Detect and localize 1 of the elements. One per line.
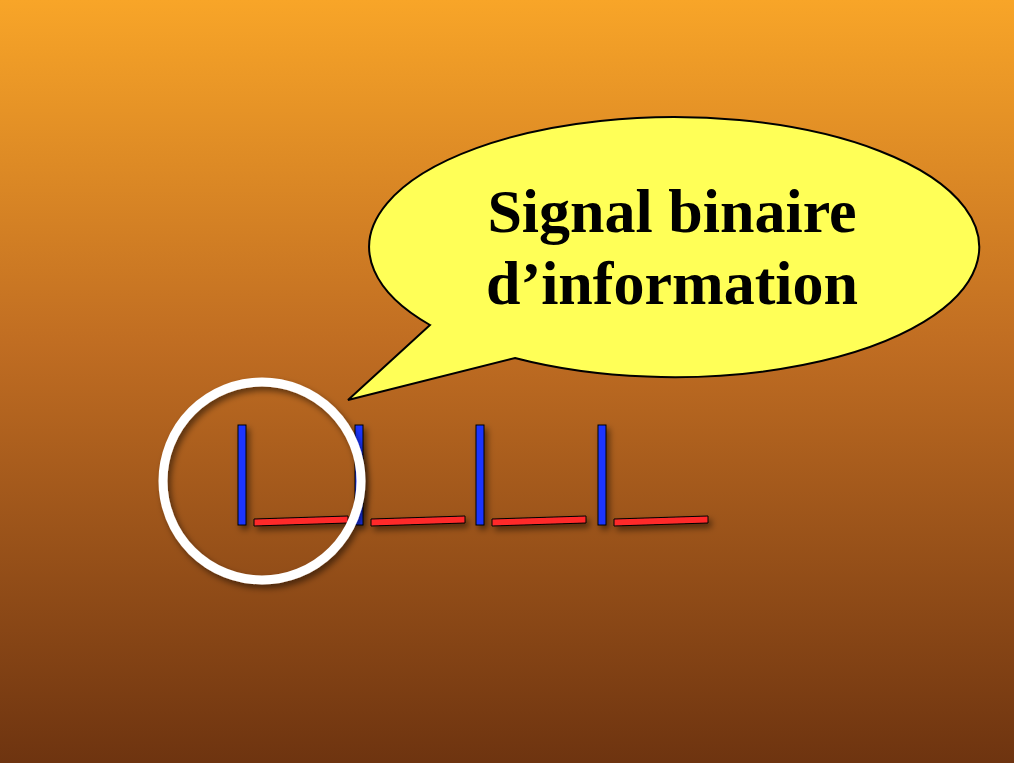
bubble-text: Signal binaire d’information xyxy=(485,176,859,319)
